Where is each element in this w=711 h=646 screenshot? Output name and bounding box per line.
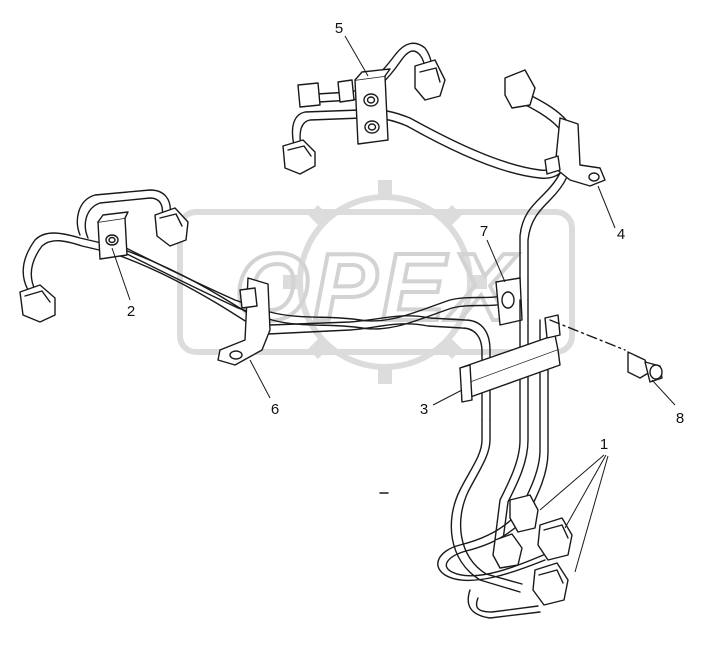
callout-1: 1 [600, 436, 608, 453]
left-fittings [19, 207, 189, 323]
leader-1a [539, 454, 605, 511]
bottom-fittings [492, 494, 573, 606]
leader-5 [344, 35, 369, 77]
leader-4 [597, 185, 616, 229]
bolt-axis [549, 319, 626, 351]
leader-1c [574, 455, 609, 573]
center-left-bracket [217, 277, 271, 366]
top-clamp [297, 68, 391, 145]
callout-3: 3 [420, 401, 428, 418]
leader-lines [111, 35, 676, 573]
leader-3 [432, 389, 463, 406]
top-fittings [282, 59, 536, 175]
left-clamp [97, 211, 129, 260]
callout-4: 4 [617, 226, 625, 243]
bolt [627, 351, 663, 383]
callout-7: 7 [480, 223, 488, 240]
leader-2 [111, 247, 131, 301]
right-bracket [544, 117, 606, 187]
leader-8 [651, 379, 676, 406]
callout-6: 6 [271, 401, 279, 418]
center-bracket [495, 277, 523, 326]
watermark: OPEX [177, 180, 575, 384]
lower-clamp [459, 314, 561, 403]
vertical-pipe-bundle [437, 299, 549, 619]
leader-6 [249, 359, 271, 399]
fuel-injection-lines [19, 42, 663, 619]
leader-7 [486, 239, 506, 283]
left-pipes [22, 189, 507, 421]
leader-1b [564, 454, 607, 529]
callout-5: 5 [335, 20, 343, 37]
callout-2: 2 [127, 303, 135, 320]
callout-labels: 1 2 3 4 5 6 7 8 [127, 20, 684, 453]
callout-8: 8 [676, 410, 684, 427]
